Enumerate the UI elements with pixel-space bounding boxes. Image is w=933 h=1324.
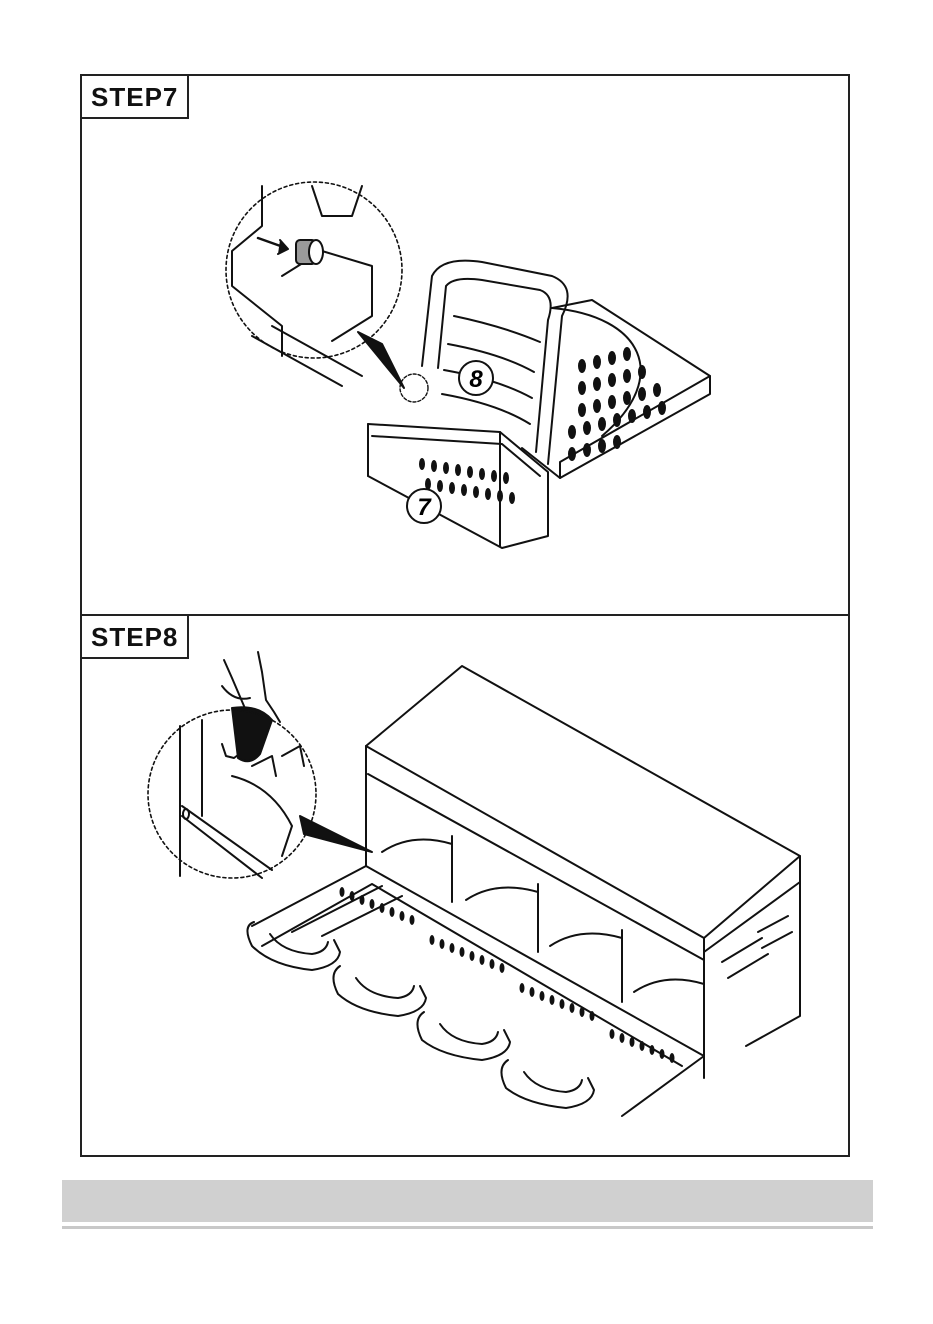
footer-divider [62, 1226, 873, 1229]
egg-drawer-part-7 [368, 424, 548, 548]
detail-zoom-circle [226, 182, 402, 358]
handle-flap-part-8 [422, 261, 568, 464]
step8-illustration [82, 616, 848, 1155]
step8-panel: STEP8 [80, 614, 850, 1157]
hinge-pin-detail [232, 186, 372, 386]
callout-8-number: 8 [469, 366, 483, 393]
step7-illustration: 8 7 [82, 76, 848, 614]
floor-tray-perforations [568, 347, 666, 461]
callout-7-number: 7 [417, 494, 432, 521]
footer-bar [62, 1180, 873, 1222]
nest-bowls [382, 840, 704, 993]
drawer-handles [247, 922, 594, 1108]
step7-panel: STEP7 [80, 74, 850, 616]
detail-zoom-circle [148, 710, 316, 878]
